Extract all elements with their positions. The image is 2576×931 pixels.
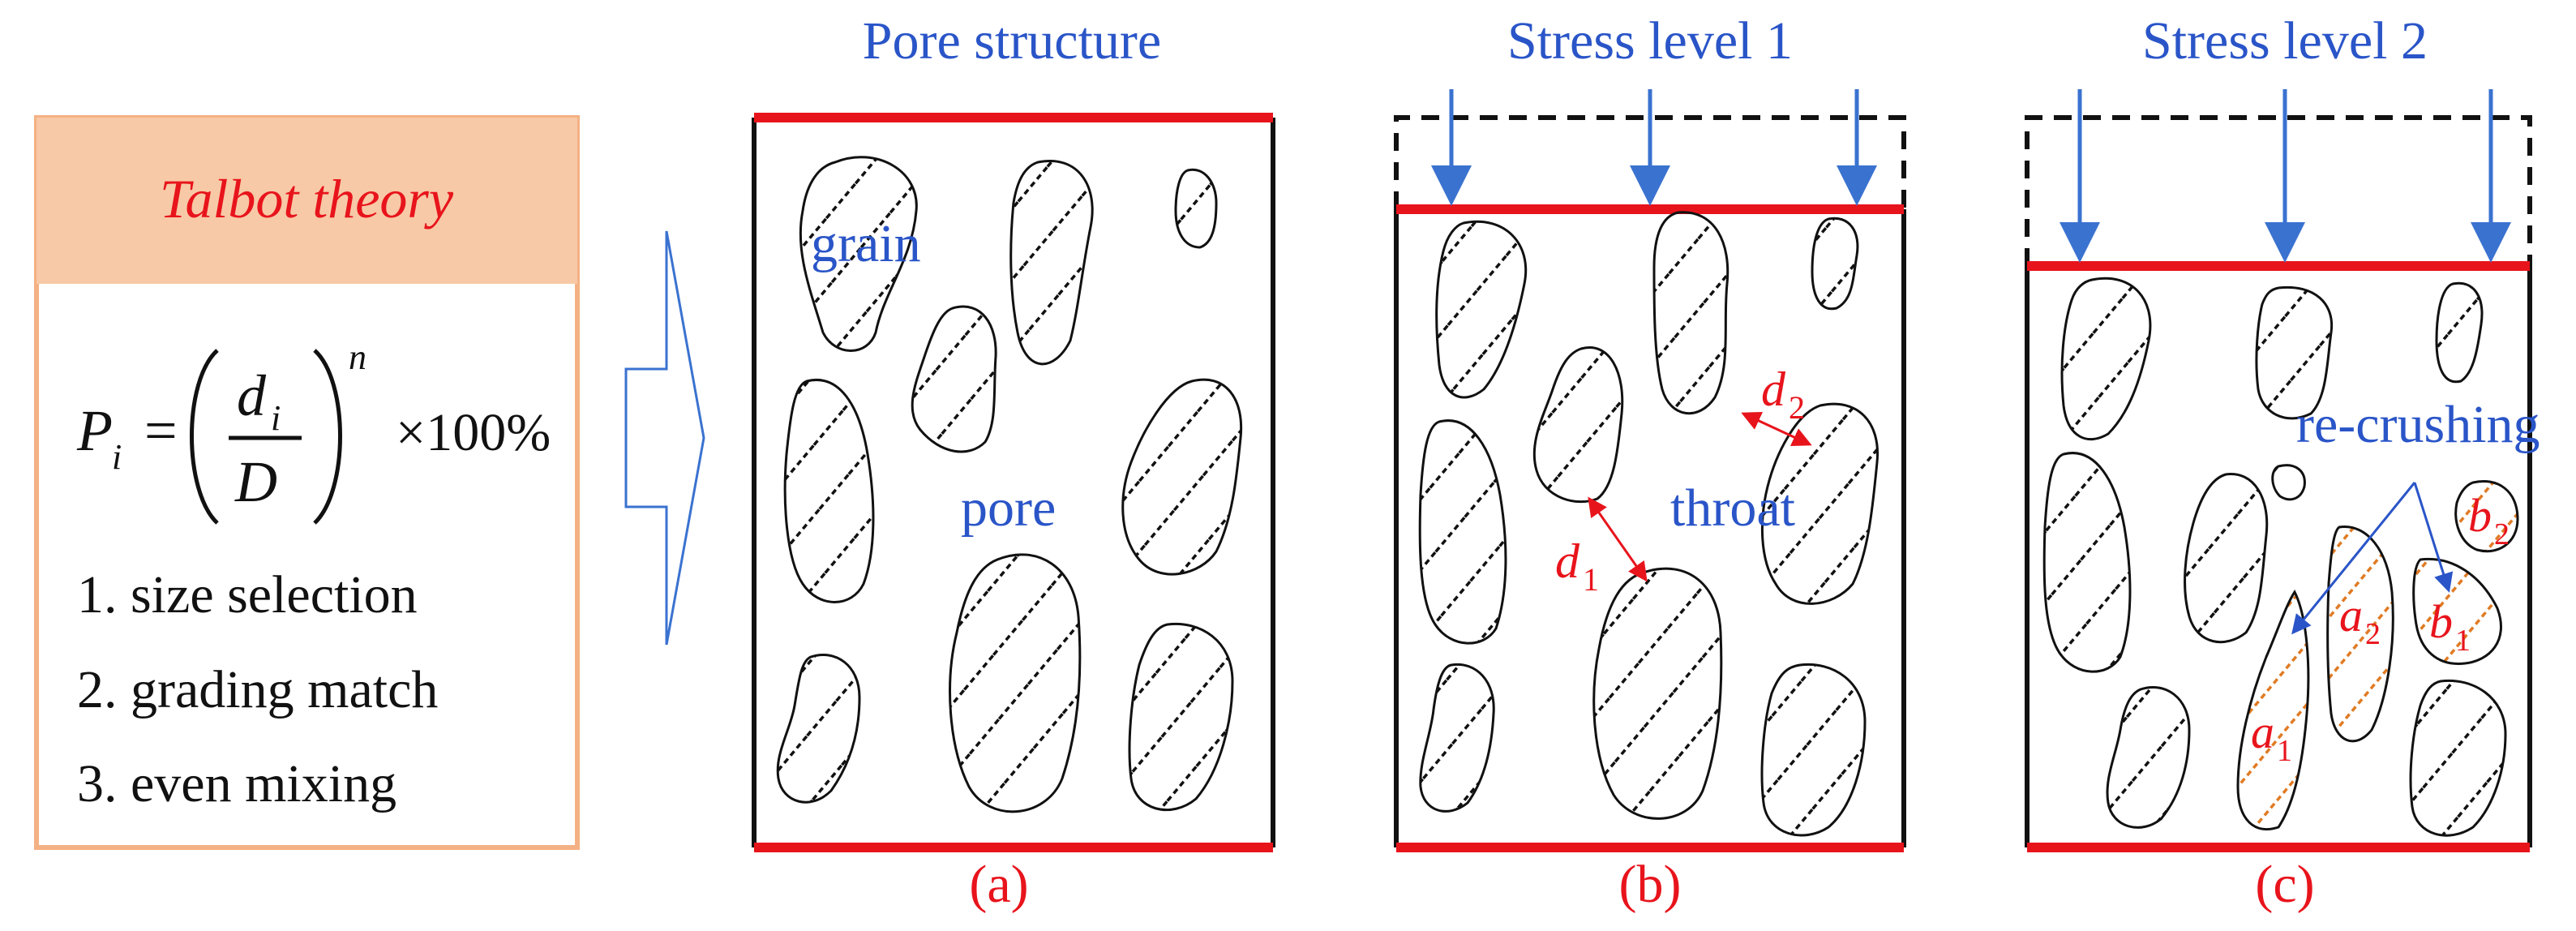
grain	[911, 305, 997, 453]
grain	[1652, 211, 1729, 415]
crushed-fragment-a2	[2326, 526, 2394, 743]
grain	[949, 553, 1082, 813]
formula-p: P	[76, 398, 113, 463]
b1-subscript: 1	[2455, 624, 2471, 658]
a2-subscript: 2	[2365, 617, 2381, 651]
formula-denominator-d: D	[234, 449, 277, 514]
formula-numerator-d: d	[237, 363, 267, 428]
talbot-box-header	[36, 118, 577, 284]
d2-subscript: 2	[1789, 389, 1805, 426]
formula-numerator-subscript: i	[271, 398, 281, 438]
panel-a-grains	[776, 156, 1243, 813]
grain	[1592, 567, 1723, 820]
re-crushing-pointer-arrow	[2413, 482, 2454, 593]
grain	[2409, 679, 2507, 837]
panel-c-stress-arrows	[2060, 89, 2511, 263]
panel-b-heading: Stress level 1	[1507, 11, 1793, 71]
a1-subscript: 1	[2277, 734, 2292, 768]
panel-c-heading: Stress level 2	[2142, 11, 2428, 71]
talbot-step-2: 2. grading match	[77, 660, 438, 719]
grain	[783, 379, 875, 603]
grain	[1174, 168, 1218, 249]
talbot-theory-box: Talbot theory P i = d i D n ×100% 1. siz…	[34, 115, 580, 850]
b1-label: b	[2429, 595, 2453, 648]
talbot-step-1: 1. size selection	[77, 565, 418, 624]
panel-c-original-outline	[2025, 115, 2532, 266]
grain	[1811, 217, 1859, 311]
grain	[1760, 663, 1867, 837]
b2-label: b	[2468, 489, 2492, 542]
panel-a-caption: (a)	[969, 855, 1028, 914]
crushed-fragment-a1	[2236, 590, 2310, 830]
grain	[1760, 402, 1879, 605]
grain	[799, 156, 918, 352]
talbot-formula: P i = d i D n ×100%	[76, 337, 551, 525]
grain	[776, 653, 861, 804]
talbot-title: Talbot theory	[160, 168, 454, 230]
grain	[1121, 378, 1243, 576]
formula-times-100-percent: ×100%	[396, 403, 551, 462]
a1-label: a	[2251, 706, 2274, 758]
formula-exponent: n	[349, 337, 366, 377]
pore-label: pore	[961, 478, 1056, 538]
panel-b-grains	[1418, 211, 1879, 837]
throat-label: throat	[1670, 478, 1795, 538]
d1-subscript: 1	[1583, 561, 1599, 598]
grain	[1009, 160, 1094, 366]
panel-b: Stress level 1 throat d 1 d	[1394, 11, 1906, 914]
grain	[2435, 281, 2484, 384]
panel-b-original-outline	[1394, 115, 1906, 209]
panel-c: Stress level 2 re-crus	[2025, 11, 2540, 914]
grain	[2255, 285, 2334, 420]
panel-b-stress-arrows	[1431, 89, 1877, 206]
grain	[2184, 473, 2269, 644]
d2-label: d	[1761, 363, 1786, 416]
crushed-fragment-b2	[2454, 480, 2519, 553]
grain-label: grain	[811, 214, 921, 273]
panel-a-heading: Pore structure	[863, 11, 1161, 71]
throat-distance-d1-arrow	[1588, 496, 1648, 582]
panel-c-caption: (c)	[2255, 855, 2314, 914]
b2-subscript: 2	[2494, 517, 2510, 551]
formula-equals: =	[144, 398, 178, 463]
grain	[1419, 663, 1495, 813]
grain	[1128, 622, 1234, 812]
re-crushing-pointer-arrow	[2291, 482, 2416, 635]
grain	[1435, 220, 1528, 399]
re-crushing-label: re-crushing	[2296, 395, 2540, 454]
talbot-step-3: 3. even mixing	[77, 754, 396, 813]
panel-a: Pore structure grain pore (a)	[752, 11, 1275, 914]
grain	[2060, 277, 2152, 441]
formula-right-paren	[313, 349, 342, 525]
panel-b-caption: (b)	[1619, 855, 1682, 914]
a2-label: a	[2339, 589, 2363, 641]
throat-distance-d2-arrow	[1741, 411, 1812, 447]
d1-label: d	[1555, 534, 1580, 588]
formula-p-subscript: i	[112, 437, 122, 477]
grain	[2271, 464, 2306, 501]
grain	[2106, 685, 2191, 829]
grain	[2042, 452, 2132, 673]
grain	[1418, 419, 1507, 645]
formula-left-paren	[190, 349, 219, 525]
process-arrow-icon	[624, 230, 705, 646]
grain	[1532, 346, 1624, 504]
panel-c-grains	[2042, 277, 2507, 837]
